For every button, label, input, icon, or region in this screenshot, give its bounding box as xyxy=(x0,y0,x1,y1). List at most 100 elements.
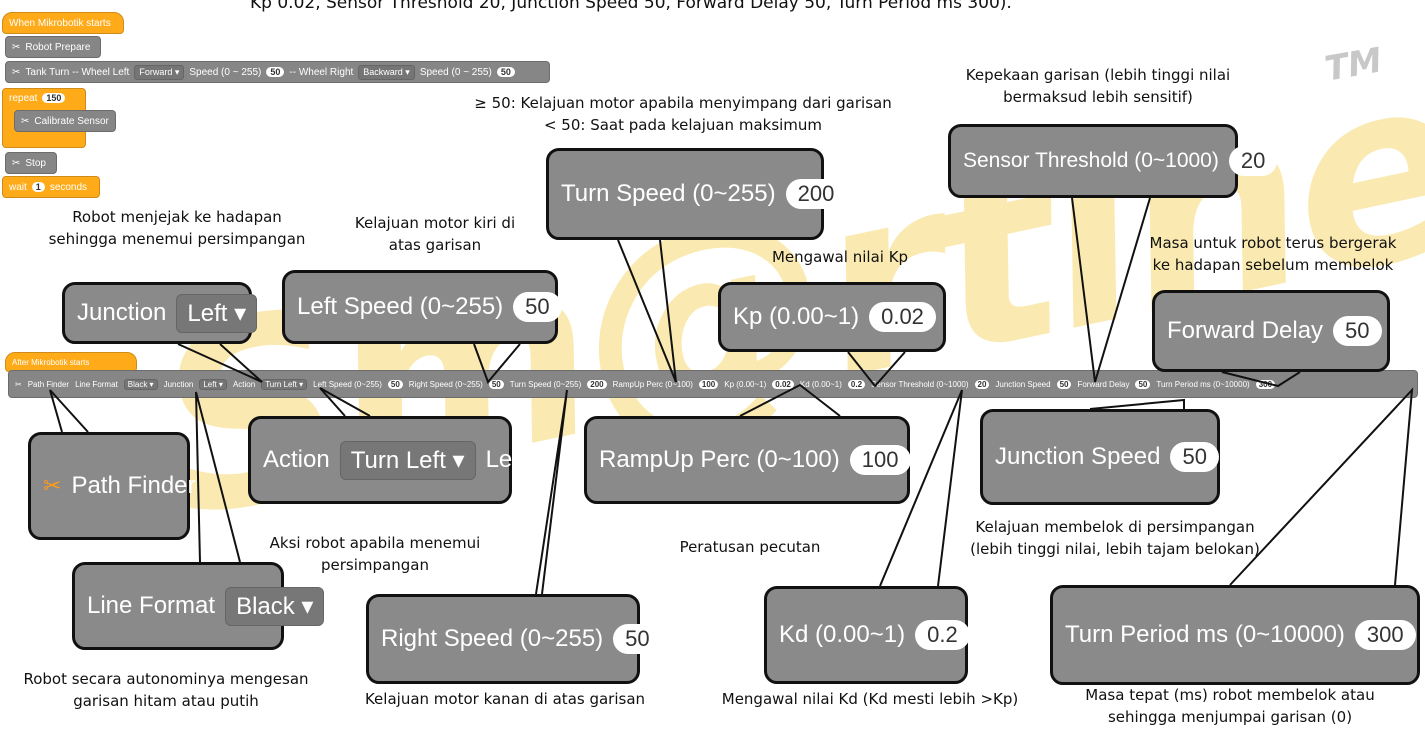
note-line: Robot secara autonominya mengesan xyxy=(23,670,309,688)
note-line: persimpangan xyxy=(321,556,429,574)
main-block-value-input[interactable]: 50 xyxy=(488,379,504,389)
junction-speed-input[interactable]: 50 xyxy=(1170,442,1219,472)
junction-speed-callout: Junction Speed 50 xyxy=(980,409,1220,505)
speed-label: Speed (0 ~ 255) xyxy=(189,66,262,78)
when-start-block[interactable]: When Mikrobotik starts xyxy=(2,12,124,34)
kd-label: Kd (0.00~1) xyxy=(779,621,906,648)
turn-period-note: Masa tepat (ms) robot membelok atau sehi… xyxy=(1060,684,1400,728)
main-block-value-input[interactable]: 100 xyxy=(698,379,719,389)
note-line: Aksi robot apabila menemui xyxy=(269,534,481,552)
main-block-dropdown[interactable]: Black ▾ xyxy=(123,378,158,390)
robot-icon: ✂ xyxy=(12,41,21,53)
main-block-value-input[interactable]: 50 xyxy=(1135,379,1151,389)
main-block-value-input[interactable]: 300 xyxy=(1255,379,1276,389)
main-block-dropdown[interactable]: Turn Left ▾ xyxy=(261,378,308,390)
action-callout: Action Turn Left ▾ Left xyxy=(248,416,526,504)
note-line: Masa tepat (ms) robot membelok atau xyxy=(1085,686,1375,704)
right-direction-dropdown[interactable]: Backward ▾ xyxy=(358,64,415,80)
left-speed-input[interactable]: 50 xyxy=(513,292,562,322)
note-line: Masa untuk robot terus bergerak xyxy=(1149,234,1397,252)
main-block-label: Left Speed (0~255) xyxy=(313,379,382,389)
note-line: Peratusan pecutan xyxy=(679,538,821,556)
junction-callout: Junction Left ▾ xyxy=(62,282,258,344)
kd-input[interactable]: 0.2 xyxy=(915,620,970,650)
main-block-label: RampUp Perc (0~100) xyxy=(612,379,693,389)
calibrate-sensor-block[interactable]: ✂Calibrate Sensor xyxy=(14,110,116,132)
note-line: Robot menjejak ke hadapan xyxy=(72,208,282,226)
note-line: (lebih tinggi nilai, lebih tajam belokan… xyxy=(970,540,1260,558)
note-line: Mengawal nilai Kp xyxy=(771,248,909,266)
note-line: ≥ 50: Kelajuan motor apabila menyimpang … xyxy=(474,94,892,112)
main-block-value-input[interactable]: 20 xyxy=(974,379,990,389)
rampup-input[interactable]: 100 xyxy=(849,445,911,475)
main-block-dropdown[interactable]: Left ▾ xyxy=(199,378,227,390)
rampup-note: Peratusan pecutan xyxy=(650,536,850,558)
sensor-threshold-label: Sensor Threshold (0~1000) xyxy=(963,149,1219,172)
speed-label: Speed (0 ~ 255) xyxy=(419,66,492,78)
junction-note: Robot menjejak ke hadapan sehingga menem… xyxy=(12,206,342,250)
rampup-label: RampUp Perc (0~100) xyxy=(599,446,840,473)
kp-label: Kp (0.00~1) xyxy=(733,303,860,330)
left-speed-callout: Left Speed (0~255) 50 xyxy=(282,270,562,344)
kd-note: Mengawal nilai Kd (Kd mesti lebih >Kp) xyxy=(720,688,1020,710)
note-line: Kelajuan motor kiri di xyxy=(354,214,516,232)
forward-delay-input[interactable]: 50 xyxy=(1333,316,1382,346)
turn-speed-callout: Turn Speed (0~255) 200 xyxy=(546,148,847,240)
main-block-value-input[interactable]: 50 xyxy=(1056,379,1072,389)
action-label: Action xyxy=(263,446,330,473)
left-direction-dropdown[interactable]: Forward ▾ xyxy=(134,64,185,80)
junction-speed-note: Kelajuan membelok di persimpangan (lebih… xyxy=(950,516,1280,560)
right-speed-input[interactable]: 50 xyxy=(613,624,662,654)
rampup-callout: RampUp Perc (0~100) 100 xyxy=(584,416,911,504)
action-note: Aksi robot apabila menemui persimpangan xyxy=(250,532,500,576)
turn-period-label: Turn Period ms (0~10000) xyxy=(1065,621,1345,648)
kp-input[interactable]: 0.02 xyxy=(869,302,936,332)
path-finder-icon: ✂ xyxy=(43,473,62,498)
turn-speed-label: Turn Speed (0~255) xyxy=(561,180,776,207)
main-block-value-input[interactable]: 0.02 xyxy=(772,379,794,389)
wait-label: wait xyxy=(9,181,27,193)
left-speed-input[interactable]: 50 xyxy=(266,67,285,77)
forward-delay-note: Masa untuk robot terus bergerak ke hadap… xyxy=(1128,232,1418,276)
main-block-label: Path Finder xyxy=(27,379,70,389)
note-line: Kepekaan garisan (lebih tinggi nilai xyxy=(965,66,1231,84)
main-block-value-input[interactable]: 50 xyxy=(387,379,403,389)
note-line: garisan hitam atau putih xyxy=(73,692,259,710)
line-format-label: Line Format xyxy=(87,592,216,619)
wait-value-input[interactable]: 1 xyxy=(31,182,45,192)
main-block-label: Junction xyxy=(163,379,194,389)
note-line: atas garisan xyxy=(388,236,482,254)
junction-dropdown[interactable]: Left ▾ xyxy=(176,293,258,333)
action-dropdown[interactable]: Turn Left ▾ xyxy=(339,440,476,480)
line-format-dropdown[interactable]: Black ▾ xyxy=(225,586,325,626)
right-speed-label: Right Speed (0~255) xyxy=(381,625,604,652)
turn-period-input[interactable]: 300 xyxy=(1354,620,1416,650)
left-speed-label: Left Speed (0~255) xyxy=(297,293,504,320)
turn-period-callout: Turn Period ms (0~10000) 300 xyxy=(1050,585,1420,685)
stop-block[interactable]: ✂Stop xyxy=(5,152,57,174)
main-block-label: Kd (0.00~1) xyxy=(799,379,842,389)
robot-icon: ✂ xyxy=(21,115,30,127)
forward-delay-label: Forward Delay xyxy=(1167,317,1324,344)
main-block-value-input[interactable]: 200 xyxy=(587,379,607,389)
right-speed-input[interactable]: 50 xyxy=(496,67,515,77)
robot-prepare-block[interactable]: ✂Robot Prepare xyxy=(5,36,101,58)
note-line: ke hadapan sebelum membelok xyxy=(1152,256,1394,274)
main-block-label: Forward Delay xyxy=(1077,379,1130,389)
main-block-value-input[interactable]: 0.2 xyxy=(847,379,866,389)
forward-delay-callout: Forward Delay 50 xyxy=(1152,290,1390,372)
header-text: Kp 0.02, Sensor Threshold 20, Junction S… xyxy=(250,0,1012,13)
turn-speed-input[interactable]: 200 xyxy=(785,179,847,209)
sensor-threshold-input[interactable]: 20 xyxy=(1228,146,1278,176)
robot-icon: ✂ xyxy=(12,157,21,169)
tank-turn-block[interactable]: ✂ Tank Turn -- Wheel Left Forward ▾ Spee… xyxy=(5,61,550,83)
main-block-label: Action xyxy=(232,379,256,389)
repeat-count-input[interactable]: 150 xyxy=(42,93,66,103)
sensor-threshold-callout: Sensor Threshold (0~1000) 20 xyxy=(948,124,1278,198)
line-format-note: Robot secara autonominya mengesan garisa… xyxy=(6,668,326,712)
wait-block[interactable]: wait 1 seconds xyxy=(2,176,100,198)
note-line: < 50: Saat pada kelajuan maksimum xyxy=(543,116,823,134)
kp-callout: Kp (0.00~1) 0.02 xyxy=(718,282,946,352)
